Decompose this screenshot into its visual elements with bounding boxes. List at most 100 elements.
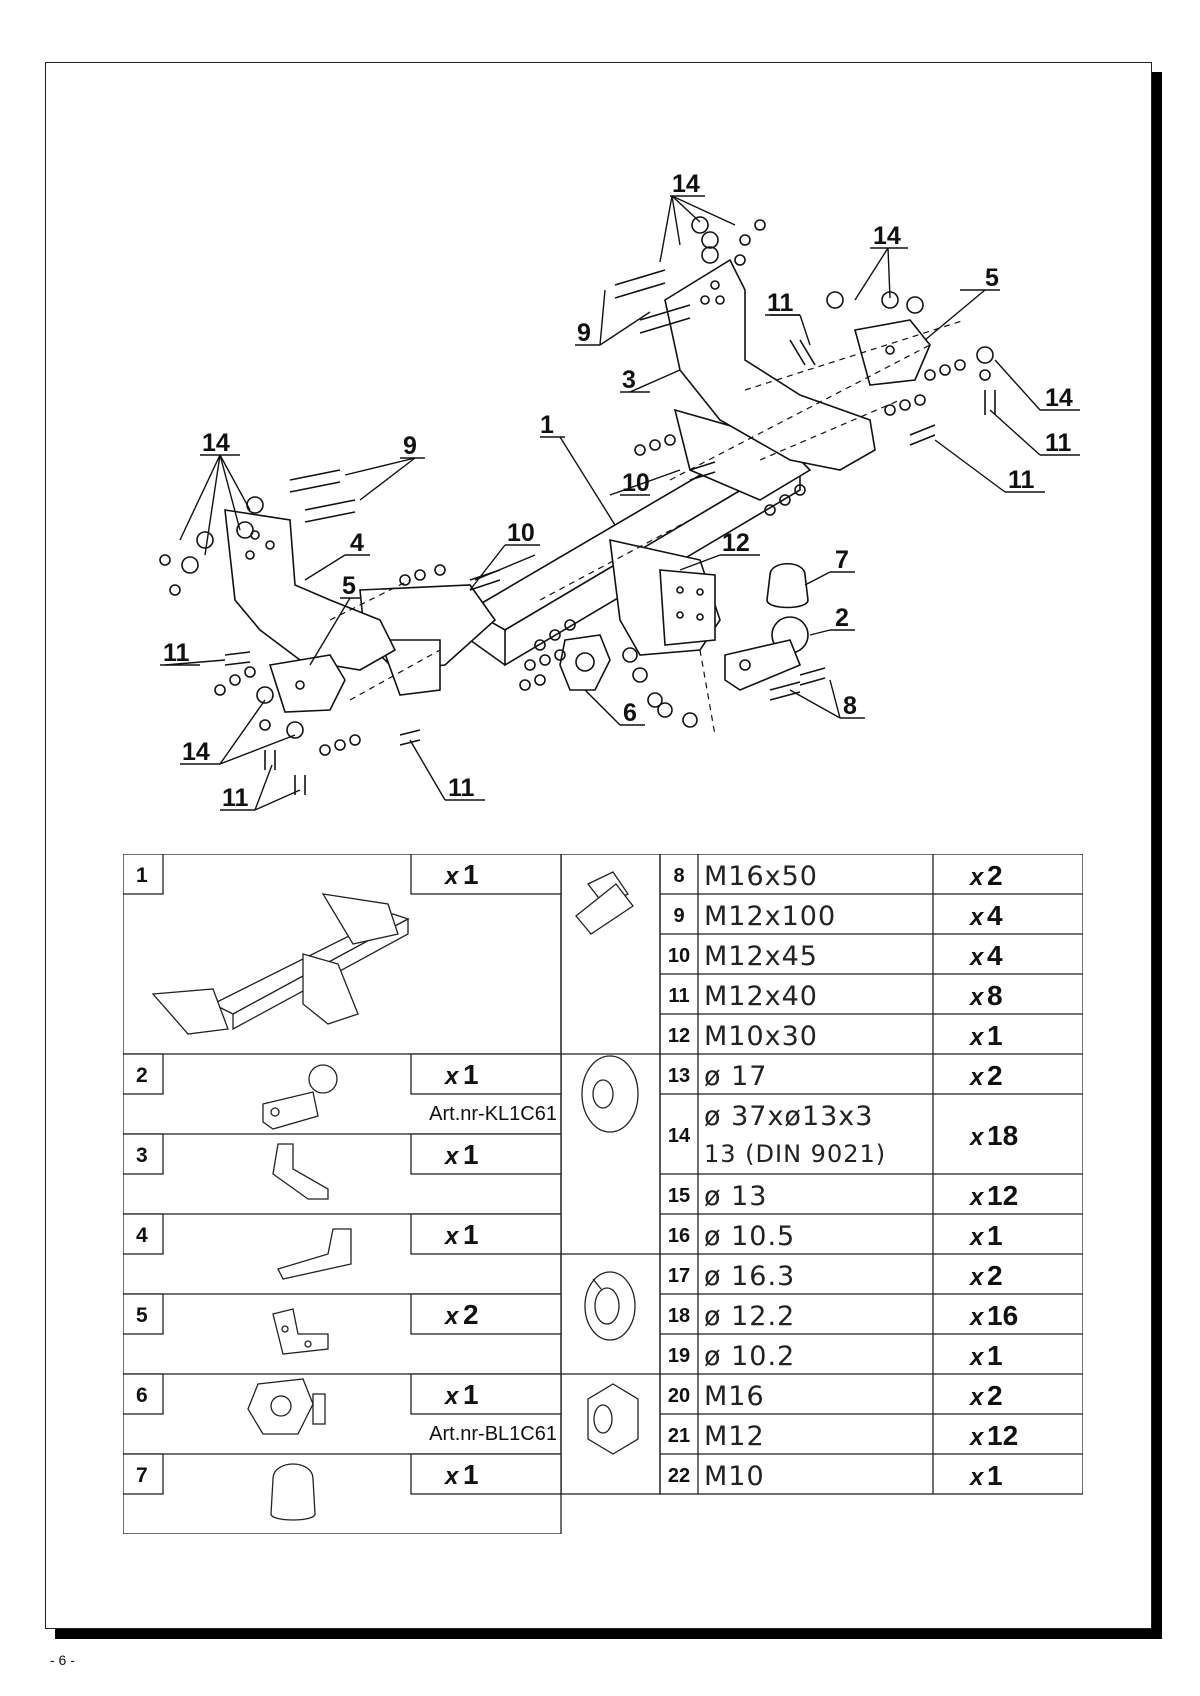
callout-5-b: 5 xyxy=(342,572,356,600)
callout-11-a: 11 xyxy=(767,289,794,317)
callout-12: 12 xyxy=(722,529,750,557)
row-11-num: 11 xyxy=(668,985,689,1007)
row-20-qty: 2 xyxy=(987,1380,1003,1411)
row-16-qty: 1 xyxy=(987,1220,1003,1251)
callout-5-a: 5 xyxy=(985,264,999,292)
row-11-qty-prefix: x xyxy=(968,984,985,1011)
callout-2: 2 xyxy=(835,604,849,632)
row-20-qty-prefix: x xyxy=(968,1384,985,1411)
row-16-spec: ø 10.5 xyxy=(704,1221,795,1252)
parts-table: 1 2 3 4 5 6 7 x 1 x 1 x 1 x 1 x 2 x 1 x … xyxy=(122,853,1084,1535)
row-21-qty-prefix: x xyxy=(968,1424,985,1451)
callout-8: 8 xyxy=(843,692,857,720)
part-4-thumbnail xyxy=(277,1228,352,1280)
nut-icon xyxy=(587,1383,639,1455)
part-7-qty: 1 xyxy=(463,1459,479,1490)
row-13-num: 13 xyxy=(668,1065,690,1087)
part-1-thumbnail xyxy=(151,893,410,1035)
row-16-num: 16 xyxy=(668,1225,690,1247)
row-19-spec: ø 10.2 xyxy=(704,1341,795,1372)
row-18-qty: 16 xyxy=(987,1300,1018,1331)
row-8-num: 8 xyxy=(673,865,684,887)
assembly-lines xyxy=(329,319,966,736)
callout-14-e: 14 xyxy=(182,738,210,766)
part-6-qty: 1 xyxy=(463,1379,479,1410)
bracket-5-right-drawing xyxy=(853,319,931,386)
socket-plate-drawing xyxy=(559,634,611,691)
drawing-frame xyxy=(45,62,1152,1629)
part-2-index: 2 xyxy=(136,1064,148,1087)
bracket-3-drawing xyxy=(664,258,876,471)
callout-14-d: 14 xyxy=(202,429,230,457)
row-19-qty-prefix: x xyxy=(968,1344,985,1371)
row-14-num: 14 xyxy=(668,1125,691,1147)
row-8-spec: M16x50 xyxy=(704,861,818,892)
part-6-qty-prefix: x xyxy=(443,1383,460,1410)
row-14-qty: 18 xyxy=(987,1120,1018,1151)
row-11-spec: M12x40 xyxy=(704,981,818,1012)
row-12-num: 12 xyxy=(668,1025,690,1047)
callout-10-a: 10 xyxy=(622,469,650,497)
row-20-num: 20 xyxy=(668,1385,690,1407)
callout-10-b: 10 xyxy=(507,519,535,547)
part-4-qty-prefix: x xyxy=(443,1223,460,1250)
part-6-index: 6 xyxy=(136,1384,148,1407)
part-3-thumbnail xyxy=(272,1143,329,1200)
row-13-spec: ø 17 xyxy=(704,1061,767,1092)
row-13-qty: 2 xyxy=(987,1060,1003,1091)
part-1-index: 1 xyxy=(136,864,148,887)
callout-11-e: 11 xyxy=(222,784,249,812)
callout-11-c: 11 xyxy=(1008,466,1035,494)
part-1-qty: 1 xyxy=(463,859,479,890)
callout-11-b: 11 xyxy=(1045,429,1072,457)
row-10-qty: 4 xyxy=(987,940,1003,971)
part-5-index: 5 xyxy=(136,1304,148,1327)
leader-lines xyxy=(164,195,1041,811)
part-4-index: 4 xyxy=(136,1224,148,1247)
row-10-qty-prefix: x xyxy=(968,944,985,971)
row-14-spec-line2: 13 (DIN 9021) xyxy=(704,1140,886,1168)
row-16-qty-prefix: x xyxy=(968,1224,985,1251)
row-17-num: 17 xyxy=(668,1265,690,1287)
row-8-qty-prefix: x xyxy=(968,864,985,891)
lock-washer-icon xyxy=(584,1271,636,1341)
callout-7: 7 xyxy=(835,546,849,574)
row-21-num: 21 xyxy=(668,1425,690,1447)
row-22-qty-prefix: x xyxy=(968,1464,985,1491)
callout-4: 4 xyxy=(350,529,364,557)
callout-6: 6 xyxy=(623,699,637,727)
row-9-qty-prefix: x xyxy=(968,904,985,931)
callout-9-a: 9 xyxy=(577,319,591,347)
part-6-thumbnail xyxy=(247,1378,326,1435)
part-3-index: 3 xyxy=(136,1144,148,1167)
row-12-qty: 1 xyxy=(987,1020,1003,1051)
row-20-spec: M16 xyxy=(704,1381,765,1412)
part-6-art-number: Art.nr-BL1C61 xyxy=(429,1423,557,1445)
row-9-spec: M12x100 xyxy=(704,901,836,932)
row-8-qty: 2 xyxy=(987,860,1003,891)
row-15-spec: ø 13 xyxy=(704,1181,767,1212)
row-18-qty-prefix: x xyxy=(968,1304,985,1331)
callout-14-c: 14 xyxy=(1045,384,1073,412)
row-10-spec: M12x45 xyxy=(704,941,818,972)
part-4-qty: 1 xyxy=(463,1219,479,1250)
row-11-qty: 8 xyxy=(987,980,1003,1011)
part-2-qty-prefix: x xyxy=(443,1063,460,1090)
row-13-qty-prefix: x xyxy=(968,1064,985,1091)
row-17-spec: ø 16.3 xyxy=(704,1261,795,1292)
bracket-5-left-drawing xyxy=(268,654,346,713)
callout-14-a: 14 xyxy=(672,170,700,198)
part-3-qty-prefix: x xyxy=(443,1143,460,1170)
row-14-qty-prefix: x xyxy=(968,1124,985,1151)
part-1-qty-prefix: x xyxy=(443,863,460,890)
row-10-num: 10 xyxy=(668,945,690,967)
part-2-qty: 1 xyxy=(463,1059,479,1090)
row-19-num: 19 xyxy=(668,1345,690,1367)
row-21-qty: 12 xyxy=(987,1420,1018,1451)
row-17-qty-prefix: x xyxy=(968,1264,985,1291)
washer-icon xyxy=(581,1055,639,1133)
row-15-qty-prefix: x xyxy=(968,1184,985,1211)
row-15-qty: 12 xyxy=(987,1180,1018,1211)
row-22-num: 22 xyxy=(668,1465,690,1487)
exploded-diagram: 14 14 5 11 9 3 14 11 11 1 10 10 12 7 2 8… xyxy=(159,170,1080,812)
